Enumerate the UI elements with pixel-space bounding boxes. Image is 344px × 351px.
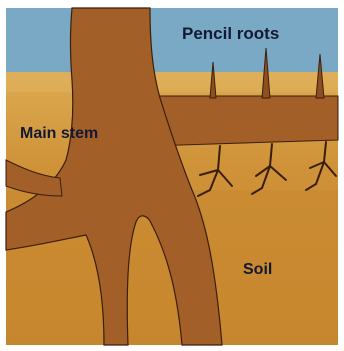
soil-top-layer — [6, 72, 338, 92]
horizontal-root — [150, 96, 338, 146]
sky-region — [6, 8, 338, 80]
main-stem-label: Main stem — [20, 125, 98, 142]
pencil-roots-label: Pencil roots — [182, 24, 279, 43]
soil-label: Soil — [243, 261, 272, 278]
